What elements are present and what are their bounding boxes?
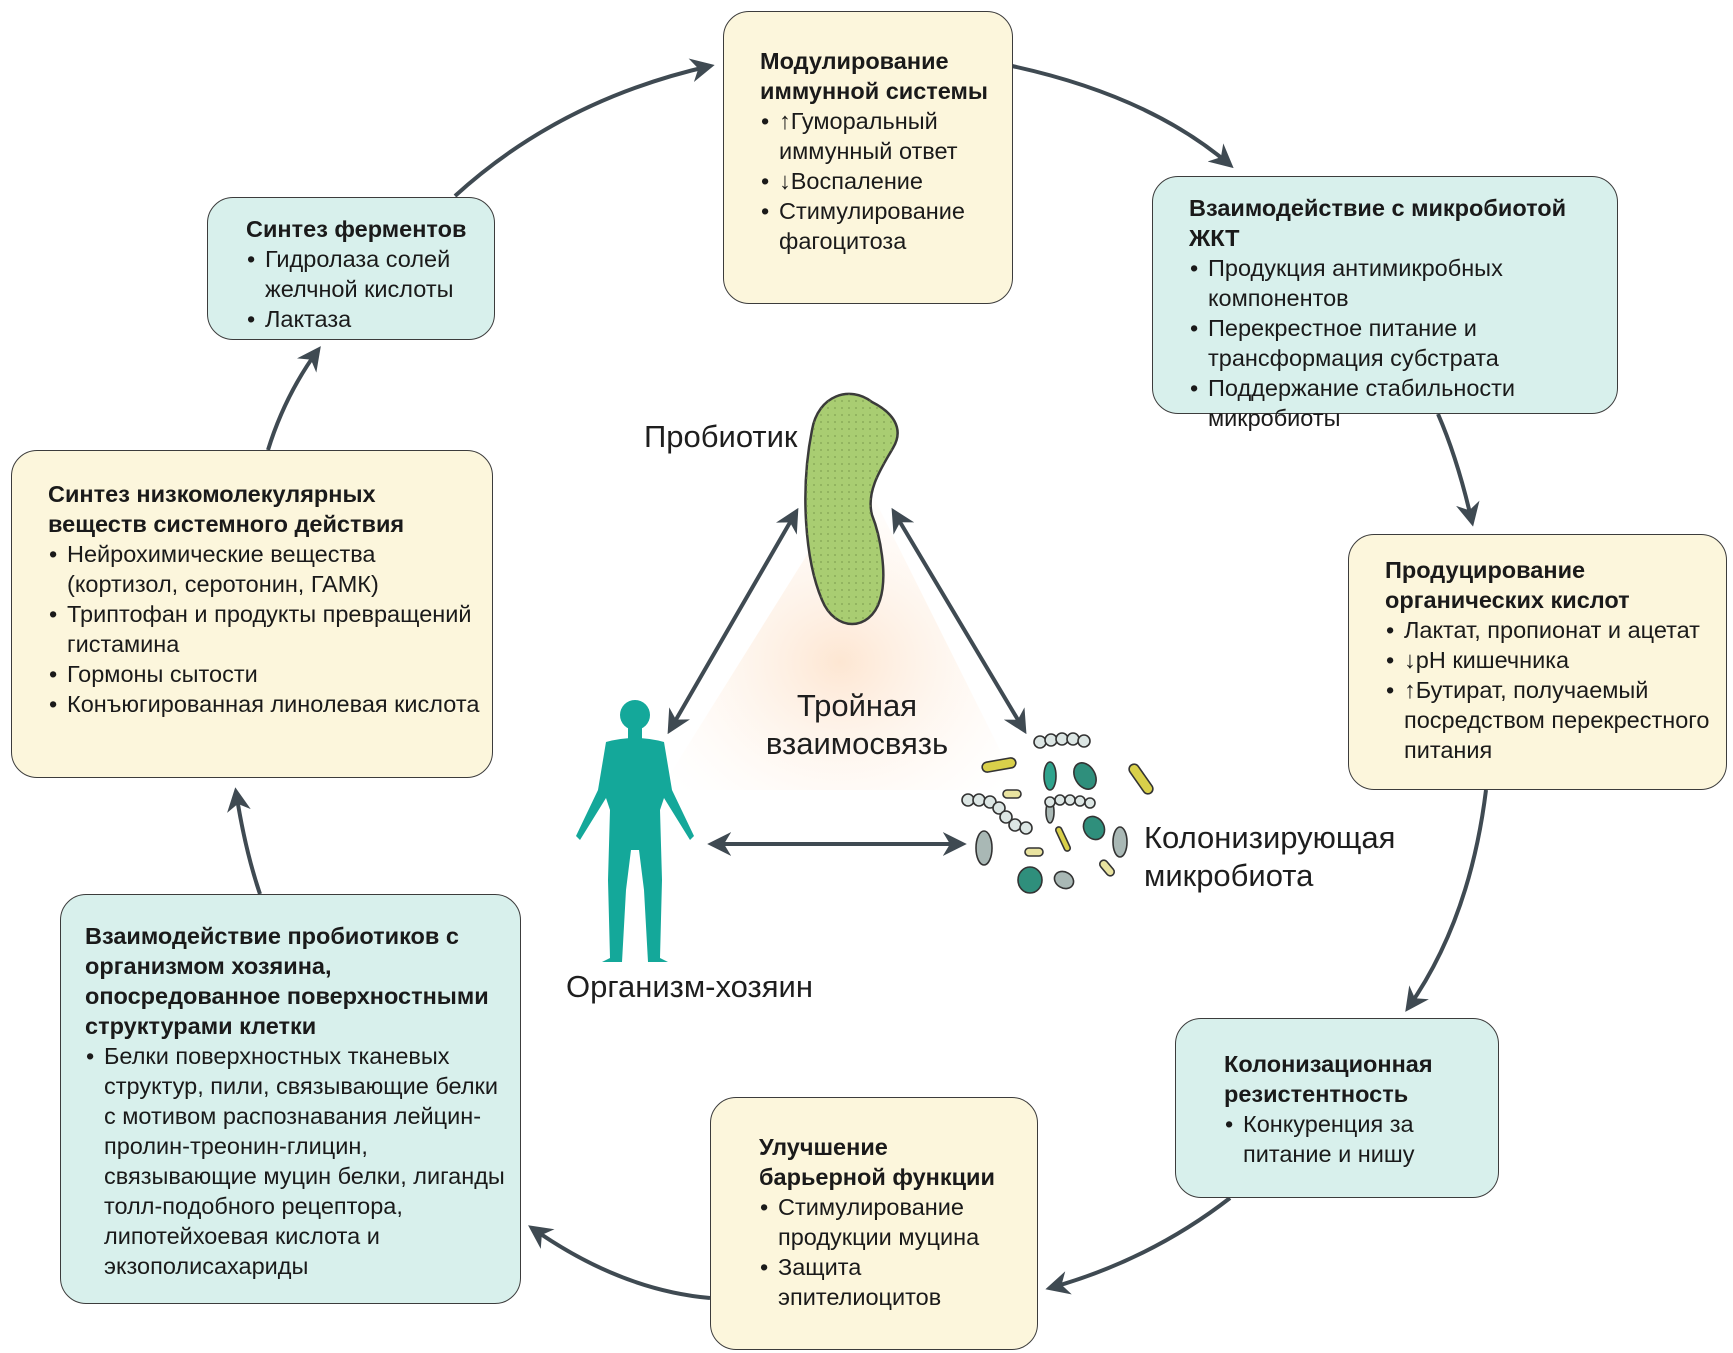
list-item: Конъюгированная линолевая кислота bbox=[48, 689, 480, 719]
triple-relationship-label: Тройная взаимосвязь bbox=[765, 688, 949, 761]
immune-modulation-box: Модулирование иммунной системы ↑Гумораль… bbox=[723, 11, 1013, 304]
list-item: Конкуренция за питание и нишу bbox=[1224, 1109, 1474, 1169]
microbiota-label: Колонизирующая микробиота bbox=[1144, 820, 1396, 893]
barrier-function-box: Улучшение барьерной функции Стимулирован… bbox=[710, 1097, 1038, 1350]
human-host-icon bbox=[576, 700, 694, 962]
list-item: Стимулирование фагоцитоза bbox=[760, 196, 988, 256]
arrow-immune-to-gut bbox=[1011, 64, 1234, 169]
colonization-resistance-box: Колонизационная резистентность Конкуренц… bbox=[1175, 1018, 1499, 1198]
box-title: Взаимодействие с микробиотой ЖКТ bbox=[1189, 195, 1567, 251]
gut-microbiota-interaction-box: Взаимодействие с микробиотой ЖКТ Продукц… bbox=[1152, 176, 1618, 431]
arrow-probiotic-host bbox=[667, 507, 799, 735]
box-title: Продуцирование органических кислот bbox=[1385, 557, 1630, 613]
box-list: Стимулирование продукции муцина Защита э… bbox=[759, 1192, 1013, 1312]
organic-acids-box: Продуцирование органических кислот Лакта… bbox=[1348, 534, 1727, 790]
box-list: ↑Гуморальный иммунный ответ ↓Воспаление … bbox=[760, 106, 988, 256]
host-label: Организм-хозяин bbox=[566, 969, 813, 1004]
box-list: Конкуренция за питание и нишу bbox=[1224, 1109, 1474, 1169]
box-title: Синтез ферментов bbox=[246, 216, 467, 242]
arrow-lowmol-to-enzymes bbox=[266, 346, 321, 451]
list-item: ↑Гуморальный иммунный ответ bbox=[760, 106, 988, 166]
arrow-colonization-to-barrier bbox=[1045, 1196, 1232, 1295]
list-item: ↑Бутират, получаемый посредством перекре… bbox=[1385, 675, 1716, 765]
list-item: ↓Воспаление bbox=[760, 166, 988, 196]
box-title: Синтез низкомолекулярных веществ системн… bbox=[48, 481, 405, 537]
list-item: Лактаза bbox=[246, 304, 470, 334]
box-title: Колонизационная резистентность bbox=[1224, 1051, 1433, 1107]
arrow-enzymes-to-immune bbox=[453, 58, 715, 198]
microbiota-cluster-icon bbox=[961, 732, 1154, 894]
list-item: Гидролаза солей желчной кислоты bbox=[246, 244, 470, 304]
arrow-acids-to-colonization bbox=[1405, 789, 1488, 1012]
list-item: Поддержание стабильности микробиоты bbox=[1189, 373, 1593, 433]
box-list: Продукция антимикробных компонентов Пере… bbox=[1189, 253, 1593, 433]
list-item: Белки поверхностных тканевых структур, п… bbox=[85, 1041, 506, 1281]
box-list: Нейрохимические вещества (кортизол, серо… bbox=[48, 539, 480, 719]
probiotic-bacterium-icon bbox=[804, 392, 899, 626]
box-title: Улучшение барьерной функции bbox=[759, 1134, 995, 1190]
arrow-barrier-to-surface bbox=[528, 1225, 711, 1300]
list-item: Гормоны сытости bbox=[48, 659, 480, 689]
list-item: Продукция антимикробных компонентов bbox=[1189, 253, 1593, 313]
list-item: Перекрестное питание и трансформация суб… bbox=[1189, 313, 1593, 373]
list-item: Нейрохимические вещества (кортизол, серо… bbox=[48, 539, 480, 599]
probiotic-label: Пробиотик bbox=[644, 419, 798, 454]
list-item: Триптофан и продукты превращений гистами… bbox=[48, 599, 480, 659]
low-molecular-synthesis-box: Синтез низкомолекулярных веществ системн… bbox=[11, 450, 493, 778]
box-list: Белки поверхностных тканевых структур, п… bbox=[85, 1041, 506, 1281]
enzyme-synthesis-box: Синтез ферментов Гидролаза солей желчной… bbox=[207, 197, 495, 340]
list-item: ↓pH кишечника bbox=[1385, 645, 1716, 675]
box-list: Гидролаза солей желчной кислоты Лактаза bbox=[246, 244, 470, 334]
list-item: Стимулирование продукции муцина bbox=[759, 1192, 1013, 1252]
list-item: Защита эпителиоцитов bbox=[759, 1252, 1013, 1312]
box-title: Взаимодействие пробиотиков с организмом … bbox=[85, 923, 489, 1039]
arrow-surface-to-lowmol bbox=[227, 787, 262, 895]
arrow-probiotic-microbiota bbox=[891, 507, 1027, 735]
box-list: Лактат, пропионат и ацетат ↓pH кишечника… bbox=[1385, 615, 1716, 765]
surface-structures-interaction-box: Взаимодействие пробиотиков с организмом … bbox=[60, 894, 521, 1304]
box-title: Модулирование иммунной системы bbox=[760, 48, 989, 104]
list-item: Лактат, пропионат и ацетат bbox=[1385, 615, 1716, 645]
